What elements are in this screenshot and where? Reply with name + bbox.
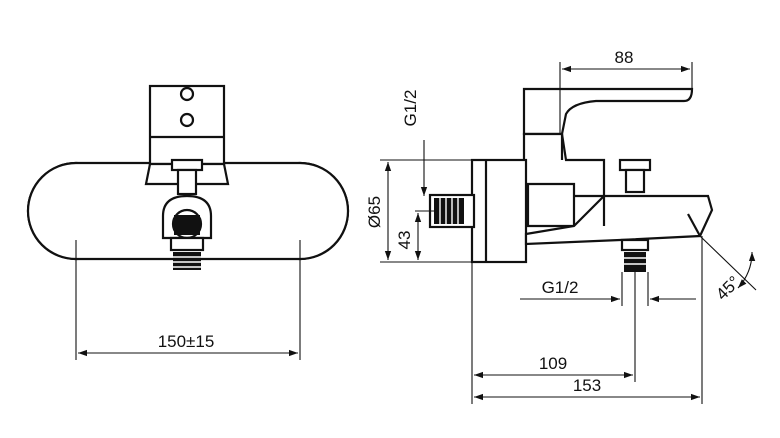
side-spout [524,194,714,246]
outlet-thread-front [173,252,201,270]
outlet-thread-label: G1/2 [542,278,579,297]
outlet-axis-label: 109 [539,354,567,373]
spout-outlet-edge [687,213,701,237]
spread-label: 150±15 [158,332,215,351]
side-rosette [470,158,528,264]
inlet-thread-label: G1/2 [401,90,420,127]
body-diameter-label: Ø65 [365,196,384,228]
indicator-dot-lower [179,112,195,128]
inlet-height-label: 43 [395,231,414,250]
front-view: 150±15 [26,84,350,360]
side-diverter-stem [624,168,646,194]
outlet-angle-arc [737,251,756,289]
side-outlet-nut [620,238,650,252]
lever-handle [522,87,694,136]
indicator-dot-top [179,86,195,102]
side-diverter-cap [618,158,652,172]
diverter-knob-stem [176,168,198,196]
handle-depth-label: 88 [615,48,634,67]
side-outlet-thread [624,252,646,272]
inlet-thread [434,198,464,224]
total-length-label: 153 [573,376,601,395]
diverter-knob-cap [170,158,204,172]
side-center-cylinder [526,182,576,228]
side-view: 88 Ø65 43 G1/2 G1/2 109 153 45° [365,48,757,404]
outlet-nut-front [169,236,205,252]
outlet-angle-label: 45° [712,272,744,304]
outlet-aerator-mesh [174,215,200,235]
